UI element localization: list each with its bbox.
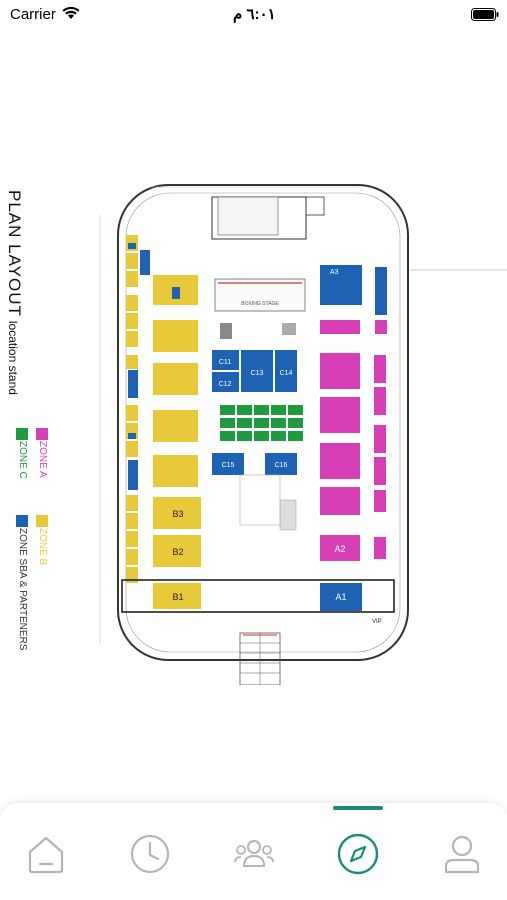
clock-icon[interactable] <box>128 832 172 876</box>
booth-c15[interactable]: C15 <box>212 453 244 475</box>
booth-c12[interactable]: C12 <box>212 372 239 392</box>
booth-c16[interactable]: C16 <box>265 453 297 475</box>
svg-text:A2: A2 <box>334 544 345 554</box>
svg-text:C13: C13 <box>251 370 264 377</box>
hall-outline <box>117 184 409 661</box>
svg-text:C15: C15 <box>222 462 235 469</box>
svg-text:B3: B3 <box>172 509 183 519</box>
zone-b-grid <box>153 275 198 487</box>
svg-text:A3: A3 <box>330 269 339 276</box>
svg-text:B2: B2 <box>172 547 183 557</box>
service-block-inner <box>217 196 279 236</box>
floor-plan-map[interactable]: BOXING STAGE B3 <box>0 175 507 685</box>
svg-text:C12: C12 <box>219 381 232 388</box>
battery-icon <box>471 8 499 21</box>
zone-sba-column <box>128 250 150 490</box>
clock-time: ٦:٠١ م <box>233 6 276 23</box>
bottom-hall-bar <box>121 579 395 613</box>
booth-b2[interactable]: B2 <box>153 535 201 567</box>
booth-c11[interactable]: C11 <box>212 350 239 370</box>
booth-a2[interactable]: A2 <box>320 535 360 561</box>
svg-text:B1: B1 <box>172 592 183 602</box>
zone-a-grid <box>320 320 387 559</box>
legend-swatch-zone-a <box>36 428 48 440</box>
svg-text:C14: C14 <box>280 370 293 377</box>
legend-swatch-zone-b <box>36 515 48 527</box>
bottom-tab-bar <box>0 803 507 900</box>
booth-a1[interactable]: A1 <box>320 583 362 611</box>
profile-icon[interactable] <box>440 832 484 876</box>
zone-c-grid <box>220 405 303 441</box>
hall-inner-outline <box>125 192 401 653</box>
status-bar: Carrier ٦:٠١ م <box>0 0 507 30</box>
boxing-stage <box>214 278 306 312</box>
vip-label: VIP <box>372 619 382 625</box>
compass-icon[interactable] <box>336 832 380 876</box>
home-icon[interactable] <box>24 832 68 876</box>
booth-c14[interactable]: C14 <box>275 350 297 392</box>
svg-text:C16: C16 <box>275 462 288 469</box>
carrier-label: Carrier <box>10 6 56 23</box>
entrance-structure <box>239 632 281 685</box>
svg-text:C11: C11 <box>219 359 231 366</box>
booth-c13[interactable]: C13 <box>241 350 273 392</box>
wifi-icon <box>62 6 80 19</box>
booth-b3[interactable]: B3 <box>153 497 201 529</box>
active-tab-indicator <box>333 806 383 810</box>
community-icon[interactable] <box>232 832 276 876</box>
booth-b1[interactable]: B1 <box>153 583 201 609</box>
svg-text:A1: A1 <box>335 592 346 602</box>
booth-a3[interactable]: A3 <box>320 265 362 305</box>
zone-sba-right-column <box>375 267 387 315</box>
legend-swatch-zone-c <box>16 428 28 440</box>
zone-b-left-column <box>126 235 138 583</box>
legend-swatch-zone-sba <box>16 515 28 527</box>
stage-label: BOXING STAGE <box>241 301 279 307</box>
bms-room <box>305 196 325 216</box>
misc-booths <box>220 323 297 531</box>
